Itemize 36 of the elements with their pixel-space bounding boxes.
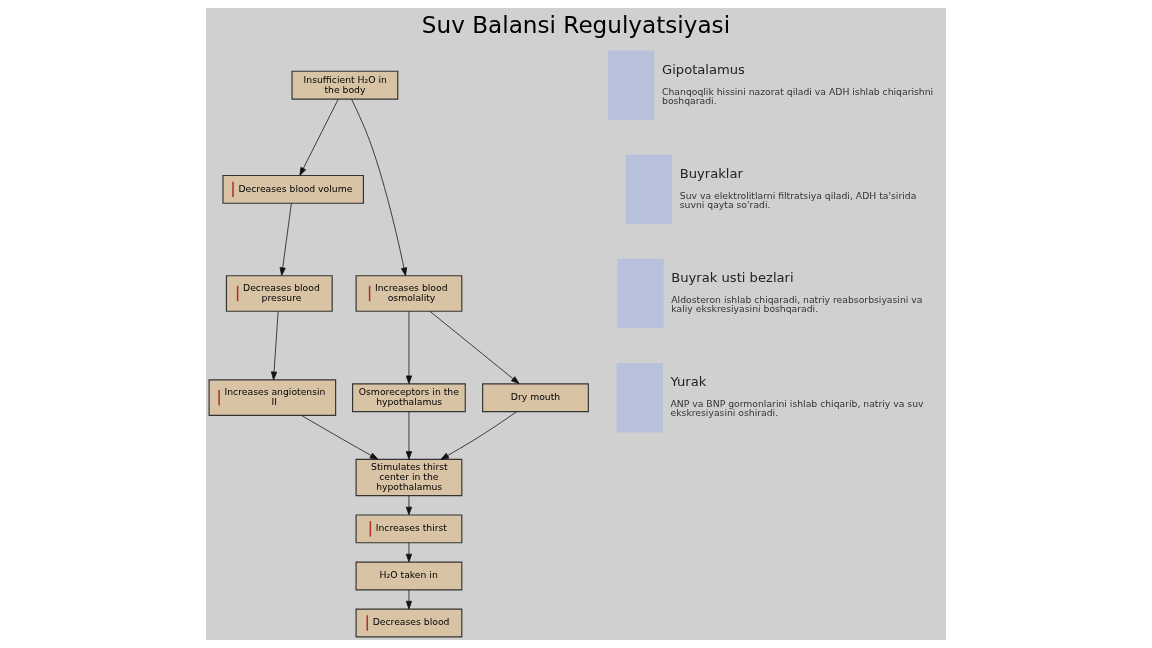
arrow <box>405 589 413 610</box>
arrow <box>429 311 520 384</box>
node-box: Insufficient H₂O in the body <box>291 70 399 100</box>
node-label: ANP va BNP gormonlarini ishlab chiqarib, natriy va suv ekskresiyasini oshiradi. <box>670 398 924 419</box>
arrow <box>405 311 413 384</box>
arrow <box>405 542 413 563</box>
node-box <box>617 258 664 329</box>
node-label: Yurak <box>670 374 707 390</box>
node-label: Chanqoqlik hissini nazorat qiladi va ADH ishlab chiqarishni boshqaradi. <box>662 85 934 106</box>
node-box: Dry mouth <box>482 383 589 413</box>
node-box: Stimulates thirst center in the hypothalamus <box>355 458 463 497</box>
arrow <box>279 202 292 276</box>
arrow <box>405 495 413 516</box>
node-box: Decreases blood <box>355 608 463 638</box>
node-box <box>625 154 673 225</box>
arrow <box>299 98 339 176</box>
arrow <box>301 415 379 460</box>
node-label: Suv va elektrolitlarni filtratsiya qiladi, ADH ta'sirida suvni qayta so'radi. <box>679 189 917 210</box>
node-box <box>616 362 663 433</box>
node-box: Decreases blood pressure <box>225 275 333 312</box>
node-box: Increases blood osmolality <box>355 275 463 312</box>
node-label: Buyrak usti bezlari <box>671 270 794 286</box>
arrow <box>405 411 413 460</box>
node-box <box>608 50 655 120</box>
node-label: Gipotalamus <box>662 61 745 77</box>
node-box: Decreases blood volume <box>222 174 364 204</box>
arrow <box>270 311 279 381</box>
arrow <box>440 411 518 460</box>
node-box: Osmoreceptors in the hypothalamus <box>352 383 466 413</box>
node-box: Increases thirst <box>355 514 463 544</box>
node-box: Increases angiotensin II <box>208 379 337 416</box>
node-label: Aldosteron ishlab chiqaradi, natriy reabsorbsiyasini va kaliy ekskresiyasini boshqaradi. <box>671 293 923 315</box>
diagram-title: Suv Balansi Regulyatsiyasi <box>421 11 731 38</box>
node-box: H₂O taken in <box>355 561 463 591</box>
arrow <box>351 98 408 276</box>
node-label: Buyraklar <box>679 165 743 181</box>
